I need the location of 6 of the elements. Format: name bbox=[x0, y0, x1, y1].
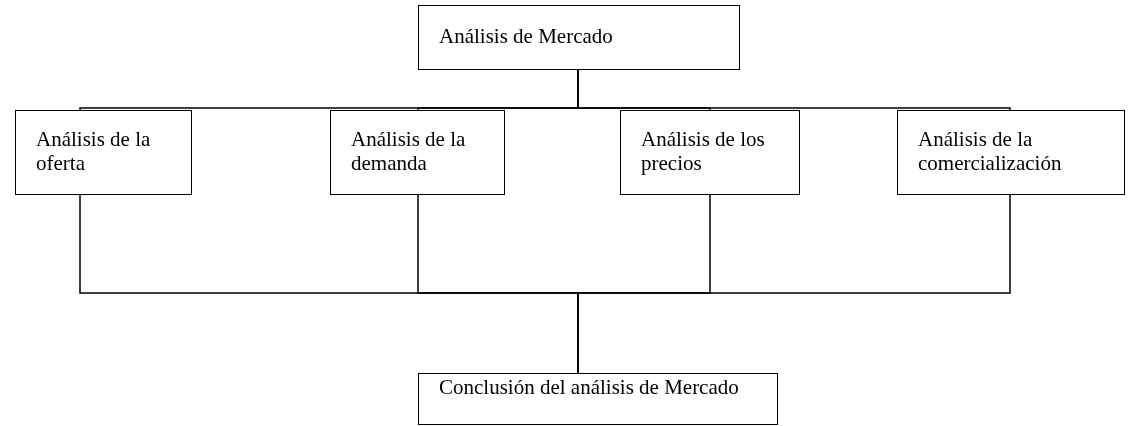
process-box: Análisis de los precios bbox=[620, 110, 800, 195]
process-box: Análisis de Mercado bbox=[418, 5, 740, 70]
process-box: Análisis de la oferta bbox=[15, 110, 192, 195]
process-box: Análisis de la comercialización bbox=[897, 110, 1125, 195]
process-box: Conclusión del análisis de Mercado bbox=[418, 373, 778, 425]
process-box: Análisis de la demanda bbox=[330, 110, 505, 195]
